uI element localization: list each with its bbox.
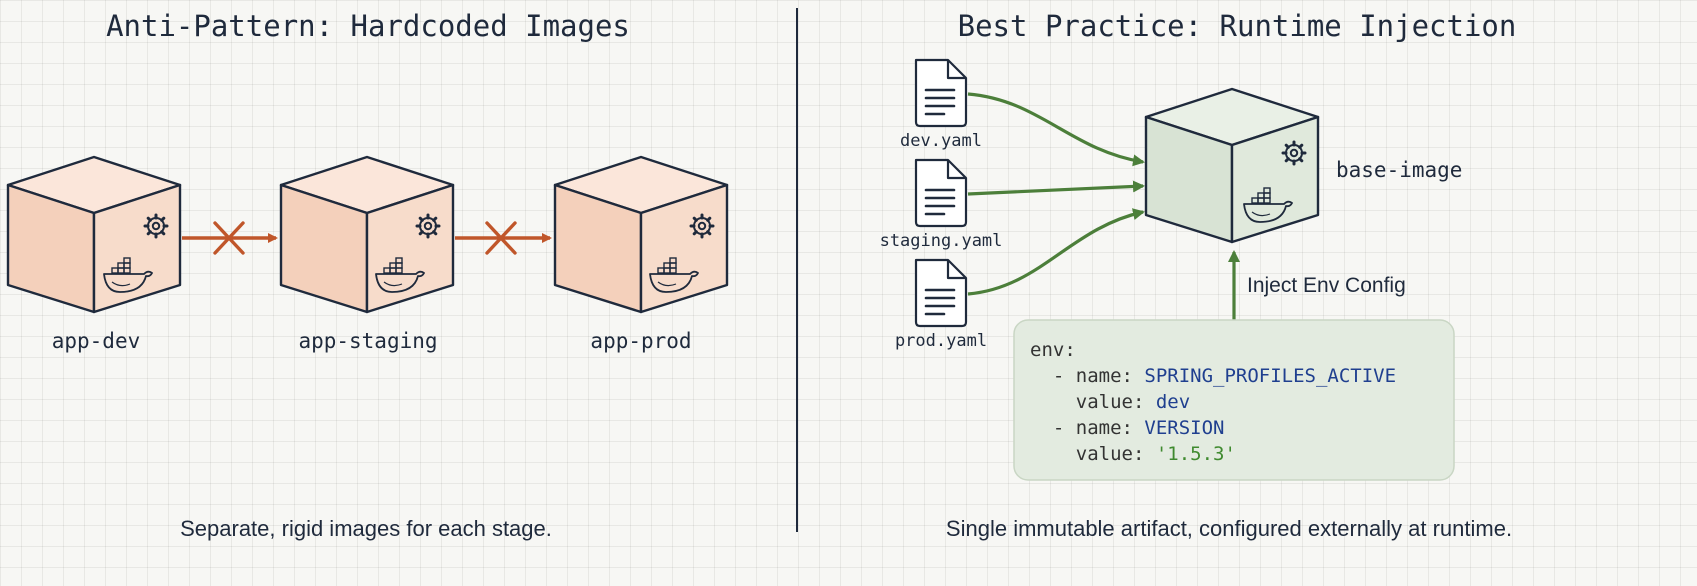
document-icon (914, 58, 968, 128)
yaml-value: VERSION (1144, 417, 1224, 439)
image-label-prod: app-prod (590, 329, 691, 353)
inject-config-label: Inject Env Config (1247, 274, 1406, 297)
left-caption: Separate, rigid images for each stage. (180, 516, 552, 541)
document-icon (914, 158, 968, 228)
blocked-arrow-1 (182, 221, 278, 255)
file-label-prod: prod.yaml (895, 331, 987, 351)
cross-icon (485, 221, 517, 255)
yaml-value: '1.5.3' (1156, 443, 1236, 465)
yaml-key: - name: (1030, 365, 1144, 387)
image-cube-staging (279, 155, 455, 314)
blocked-arrow-2 (455, 221, 552, 255)
yaml-key: value: (1030, 443, 1156, 465)
svg-text:env: - name: SPRING_PR: env: - name: SPRING_PROFILES_ACTIVE valu… (1030, 339, 1396, 465)
image-cube-prod (553, 155, 729, 314)
yaml-line-env: env: (1030, 339, 1076, 361)
image-label-dev: app-dev (52, 329, 141, 353)
inject-arrow-staging (967, 180, 1145, 196)
image-label-staging: app-staging (298, 329, 437, 353)
file-label-staging: staging.yaml (880, 231, 1003, 251)
right-title: Best Practice: Runtime Injection (958, 9, 1517, 43)
env-config-block: env: - name: SPRING_PROFILES_ACTIVE valu… (1013, 319, 1455, 481)
yaml-key: value: (1030, 391, 1156, 413)
base-image-label: base-image (1336, 158, 1462, 182)
yaml-value: SPRING_PROFILES_ACTIVE (1144, 365, 1396, 387)
inject-arrow-prod (967, 208, 1145, 296)
left-title: Anti-Pattern: Hardcoded Images (106, 9, 630, 43)
right-caption: Single immutable artifact, configured ex… (946, 516, 1512, 541)
yaml-key: - name: (1030, 417, 1144, 439)
yaml-value: dev (1156, 391, 1190, 413)
base-image-cube (1144, 87, 1320, 244)
document-icon (914, 258, 968, 328)
cross-icon (213, 221, 245, 255)
file-label-dev: dev.yaml (900, 131, 982, 151)
image-cube-dev (6, 155, 182, 314)
inject-arrow-dev (967, 92, 1145, 167)
